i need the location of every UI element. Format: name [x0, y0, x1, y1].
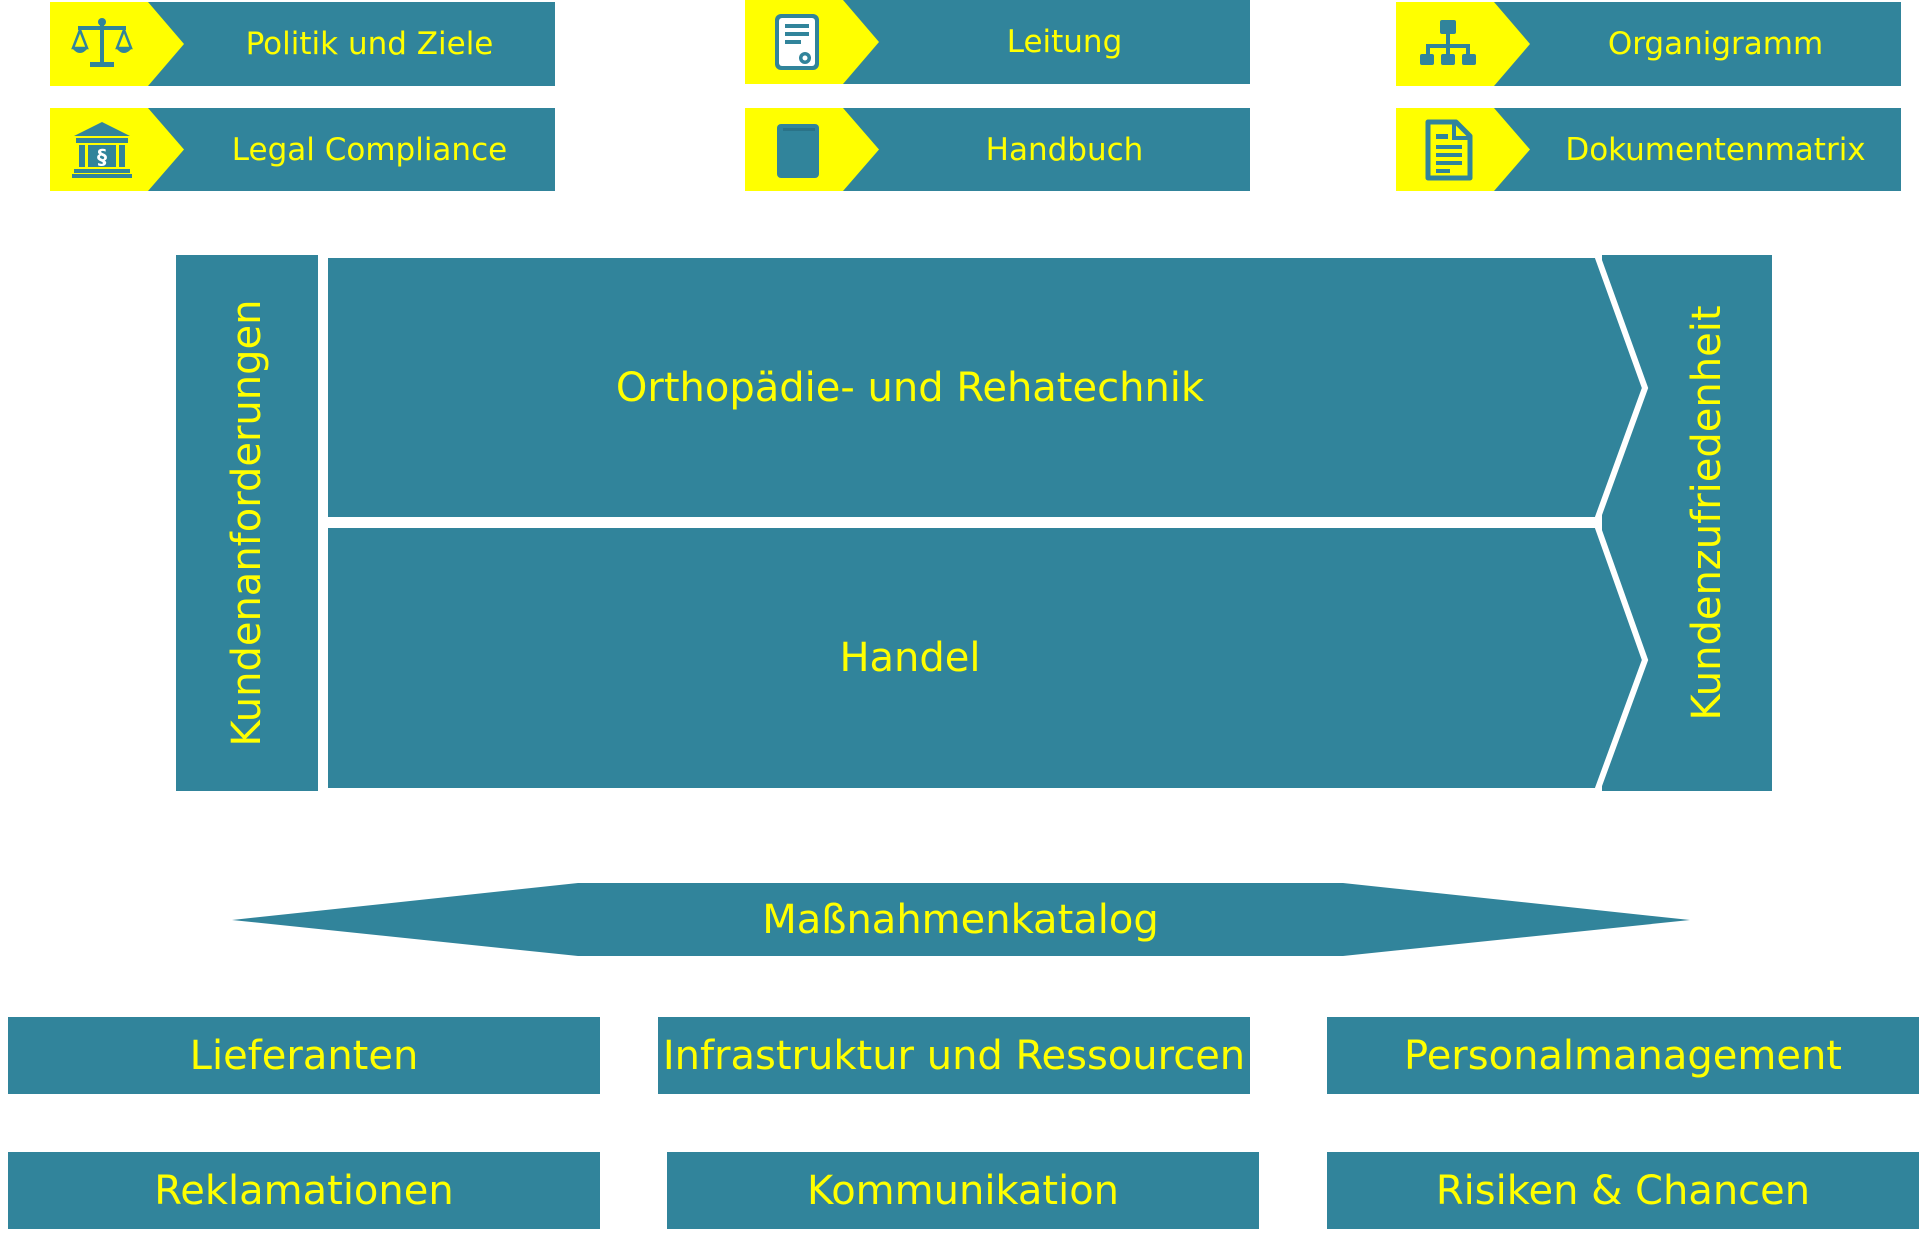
- box-infrastruktur[interactable]: Infrastruktur und Ressourcen: [658, 1017, 1250, 1094]
- box-personalmanagement[interactable]: Personalmanagement: [1327, 1017, 1919, 1094]
- org-chart-icon: [1420, 20, 1476, 65]
- lane-label-handel: Handel: [839, 635, 981, 681]
- catalog-label[interactable]: Maßnahmenkatalog: [762, 896, 1159, 943]
- box-lieferanten[interactable]: Lieferanten: [8, 1017, 600, 1094]
- tile-label: Organigramm: [1607, 26, 1824, 62]
- svg-text:§: §: [97, 145, 107, 169]
- tile-band: [148, 108, 555, 191]
- lane-arrow-handel: [322, 522, 1649, 794]
- lane-arrow-orthopaedie: [322, 252, 1649, 523]
- tile-band: [1494, 108, 1901, 191]
- tile-band: [1494, 2, 1901, 86]
- tile-label: Handbuch: [985, 131, 1144, 168]
- tile-band: [148, 2, 555, 86]
- lane-label-orthopaedie: Orthopädie- und Rehatechnik: [615, 364, 1205, 411]
- box-reklamationen[interactable]: Reklamationen: [8, 1152, 600, 1229]
- courthouse-paragraph-icon: §: [72, 122, 132, 178]
- document-icon: [1425, 119, 1473, 181]
- customer-requirements-bar: [176, 255, 318, 791]
- tile-label: Dokumentenmatrix: [1565, 131, 1866, 168]
- tile-band: [843, 0, 1250, 84]
- tile-leitung[interactable]: Leitung: [745, 0, 1250, 84]
- book-icon: [777, 124, 819, 178]
- certificate-document-icon: [775, 14, 819, 70]
- tile-dokumentenmatrix[interactable]: Dokumentenmatrix: [1396, 108, 1901, 191]
- tile-icon-box: [50, 2, 148, 86]
- tile-politik-und-ziele[interactable]: Politik und Ziele: [50, 2, 555, 86]
- tile-band: [843, 108, 1250, 191]
- tile-legal-compliance[interactable]: § Legal Compliance: [50, 108, 555, 191]
- scales-icon: [71, 18, 133, 67]
- tile-label: Leitung: [1006, 24, 1123, 60]
- tile-label: Politik und Ziele: [245, 26, 494, 62]
- tile-handbuch[interactable]: Handbuch: [745, 108, 1250, 191]
- box-kommunikation[interactable]: Kommunikation: [667, 1152, 1259, 1229]
- box-risiken-chancen[interactable]: Risiken & Chancen: [1327, 1152, 1919, 1229]
- tile-organigramm[interactable]: Organigramm: [1396, 2, 1901, 86]
- tile-label: Legal Compliance: [231, 131, 508, 168]
